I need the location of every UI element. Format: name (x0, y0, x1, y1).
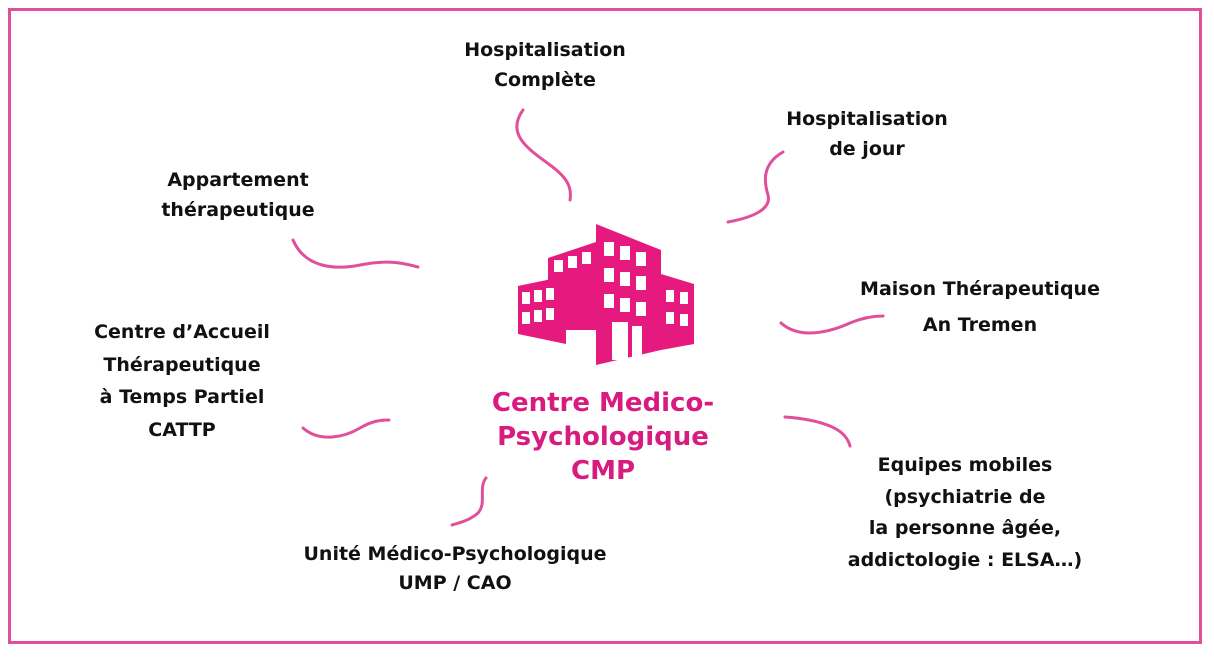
connector-hospitalisation-complete (515, 108, 572, 202)
node-appartement-therapeutique: Appartement thérapeutique (138, 165, 338, 225)
connector-ump (450, 476, 488, 527)
node-label-line: Hospitalisation (786, 108, 948, 130)
node-label-line: thérapeutique (161, 199, 315, 221)
node-equipes-mobiles: Equipes mobiles (psychiatrie de la perso… (820, 450, 1110, 576)
center-title: Centre Medico- Psychologique CMP (450, 386, 756, 488)
node-label-line: An Tremen (922, 314, 1038, 336)
node-hospitalisation-complete: Hospitalisation Complète (445, 35, 645, 95)
node-label-line: (psychiatrie de (884, 485, 1046, 508)
node-maison-therapeutique: Maison Thérapeutique An Tremen (840, 271, 1120, 343)
diagram-frame (8, 8, 1202, 644)
node-label-line: addictologie : ELSA…) (847, 548, 1083, 571)
connector-cattp (301, 418, 391, 439)
node-label-line: la personne âgée, (868, 517, 1062, 539)
node-label-line: Equipes mobiles (877, 454, 1053, 476)
center-title-line: Psychologique (497, 422, 709, 452)
node-label-line: de jour (829, 138, 905, 160)
center-title-line: Centre Medico- (491, 388, 715, 418)
node-label-line: Unité Médico-Psychologique (303, 543, 607, 565)
node-cattp: Centre d’Accueil Thérapeutique à Temps P… (72, 316, 292, 446)
node-hospitalisation-jour: Hospitalisation de jour (767, 104, 967, 164)
building-icon (518, 224, 694, 365)
node-label-line: Appartement (167, 169, 309, 191)
building-right-wing (661, 274, 694, 350)
connector-hospitalisation-jour (726, 150, 785, 224)
connector-equipes (783, 415, 852, 448)
node-ump: Unité Médico-Psychologique UMP / CAO (275, 540, 635, 598)
node-label-line: à Temps Partiel (99, 386, 265, 408)
connector-appartement (291, 238, 420, 269)
node-label-line: Hospitalisation (464, 39, 626, 61)
node-label-line: Thérapeutique (103, 353, 261, 376)
connector-maison (779, 314, 885, 335)
node-label-line: Maison Thérapeutique (860, 278, 1100, 300)
center-title-line: CMP (570, 456, 635, 486)
node-label-line: Complète (494, 69, 596, 91)
node-label-line: UMP / CAO (398, 572, 512, 594)
node-label-line: Centre d’Accueil (94, 321, 270, 343)
node-label-line: CATTP (148, 418, 216, 441)
